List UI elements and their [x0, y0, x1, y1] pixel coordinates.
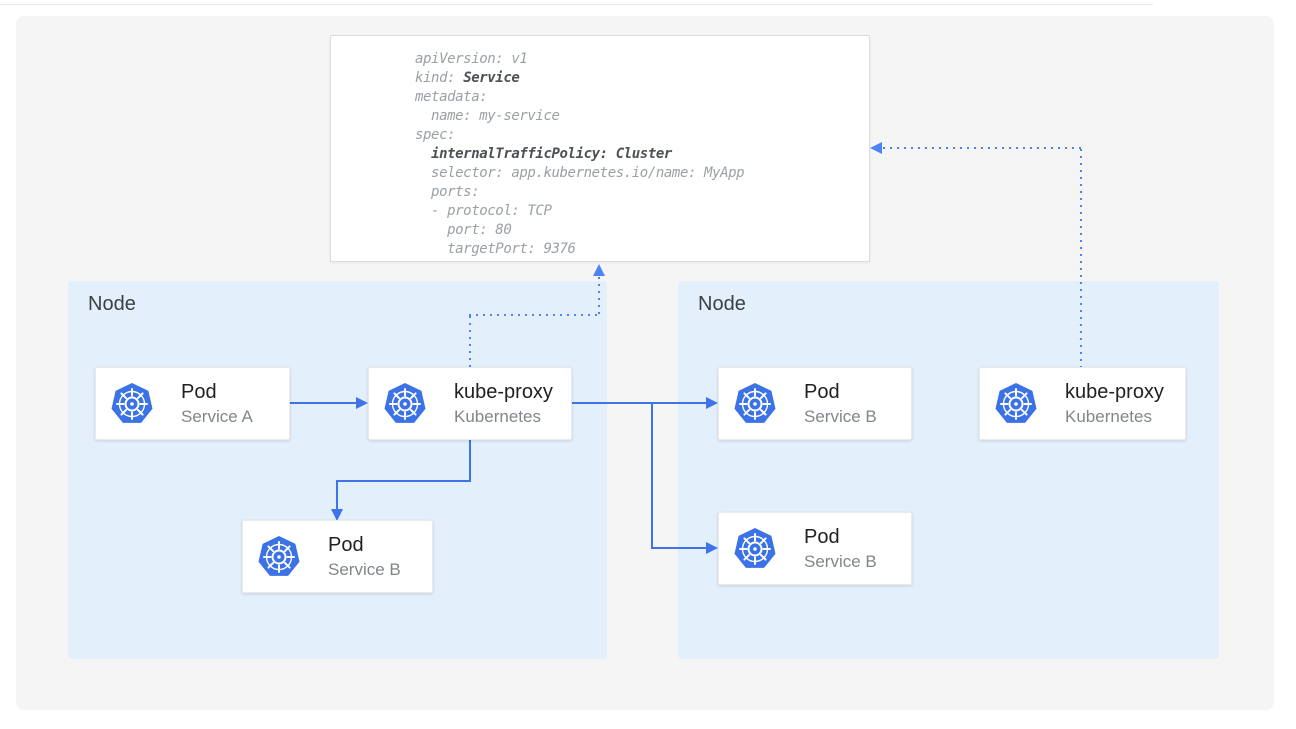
yaml-line: apiVersion: v1	[415, 51, 528, 67]
card-kube-proxy-left: kube-proxy Kubernetes	[368, 367, 572, 440]
card-subtitle: Service B	[804, 406, 877, 426]
card-title: Pod	[328, 533, 364, 556]
dotted-left-to-yaml	[598, 277, 600, 315]
node-right: Node	[678, 281, 1219, 659]
dotted-kube-proxy-left-up	[469, 316, 471, 368]
card-subtitle: Service B	[804, 551, 877, 571]
arrow-branch-down	[651, 402, 653, 549]
arrow-kube-proxy-left	[336, 480, 471, 482]
yaml-line: metadata:	[415, 89, 488, 105]
service-yaml-card: apiVersion: v1 kind: Service metadata: nam…	[330, 35, 870, 262]
card-pod-service-b-left: Pod Service B	[242, 520, 433, 593]
card-subtitle: Service A	[181, 406, 253, 426]
card-title: kube-proxy	[454, 380, 553, 403]
node-label: Node	[88, 293, 136, 315]
card-title: kube-proxy	[1065, 380, 1164, 403]
yaml-line: name: my-service	[415, 108, 560, 124]
kubernetes-icon	[383, 382, 427, 426]
yaml-line: internalTrafficPolicy: Cluster	[431, 146, 672, 162]
kubernetes-icon	[733, 382, 777, 426]
card-title: Pod	[181, 380, 217, 403]
arrowhead-up-icon	[593, 264, 605, 276]
card-subtitle: Kubernetes	[1065, 406, 1152, 426]
card-subtitle: Kubernetes	[454, 406, 541, 426]
dotted-left-horizontal	[469, 314, 602, 316]
card-pod-service-b-right-1: Pod Service B	[718, 367, 912, 440]
arrowhead-left-icon	[870, 142, 882, 154]
arrowhead-right-icon	[356, 397, 368, 409]
arrow-kube-proxy-down	[469, 440, 471, 482]
arrow-to-pod-b-left	[336, 480, 338, 510]
arrow-pod-a-to-kube-proxy	[290, 402, 357, 404]
node-label: Node	[698, 293, 746, 315]
kubernetes-icon	[257, 535, 301, 579]
yaml-line: port: 80	[415, 222, 512, 238]
kubernetes-icon	[110, 382, 154, 426]
card-kube-proxy-right: kube-proxy Kubernetes	[979, 367, 1186, 440]
arrowhead-right-icon	[706, 542, 718, 554]
yaml-line: spec:	[415, 127, 456, 143]
kubernetes-icon	[994, 382, 1038, 426]
arrow-to-pod-b-right-1	[651, 402, 707, 404]
card-subtitle: Service B	[328, 559, 401, 579]
card-title: Pod	[804, 380, 840, 403]
service-yaml-code: apiVersion: v1 kind: Service metadata: nam…	[415, 50, 745, 259]
arrowhead-down-icon	[331, 509, 343, 521]
card-pod-service-b-right-2: Pod Service B	[718, 512, 912, 585]
card-title: Pod	[804, 525, 840, 548]
yaml-line: targetPort: 9376	[415, 241, 576, 257]
yaml-line: kind: Service	[415, 70, 520, 86]
card-pod-service-a: Pod Service A	[95, 367, 290, 440]
yaml-line: - protocol: TCP	[415, 203, 552, 219]
top-divider	[0, 4, 1153, 5]
arrow-to-pod-b-right-2	[651, 547, 707, 549]
arrowhead-right-icon	[706, 397, 718, 409]
dotted-kube-proxy-right-up	[1080, 149, 1082, 368]
node-left: Node	[68, 281, 607, 659]
kubernetes-icon	[733, 527, 777, 571]
arrow-kube-proxy-to-right-node	[572, 402, 653, 404]
yaml-line: ports:	[415, 184, 480, 200]
yaml-line: selector: app.kubernetes.io/name: MyApp	[415, 165, 745, 181]
dotted-right-horizontal	[883, 147, 1082, 149]
